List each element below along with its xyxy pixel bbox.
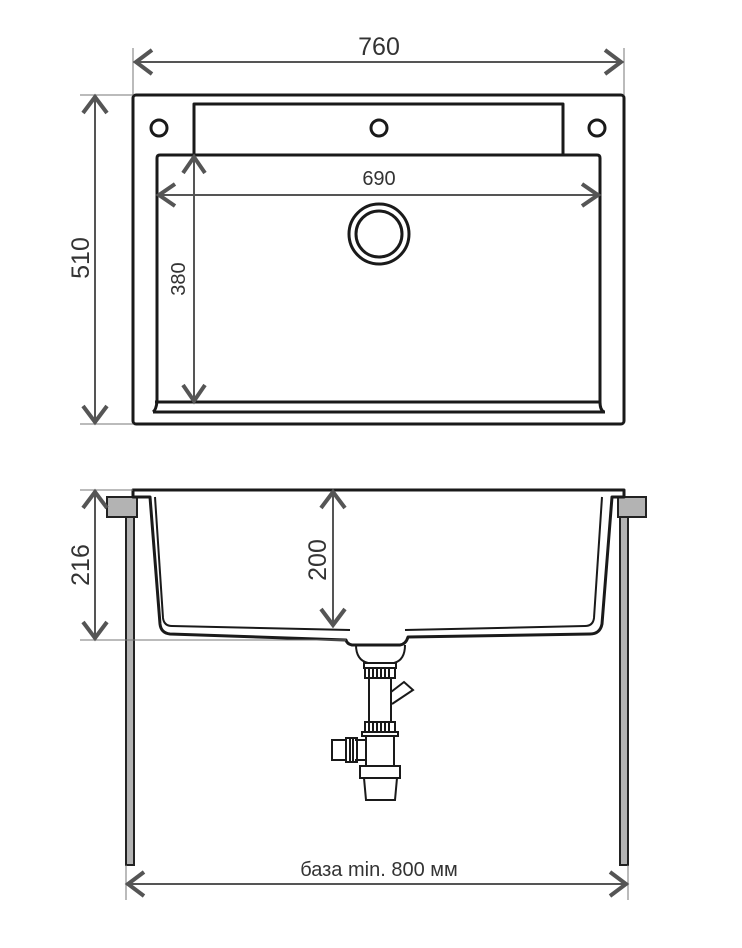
dimension-cabinet-base: база min. 800 мм xyxy=(124,859,630,900)
cabinet-wall-left xyxy=(125,516,135,866)
dimension-bowl-width: 690 xyxy=(155,168,602,208)
tap-hole-right xyxy=(587,118,607,138)
tap-hole-left xyxy=(149,118,169,138)
bowl-outline xyxy=(155,153,602,402)
drain-inner xyxy=(354,209,404,259)
siphon xyxy=(331,644,415,801)
countertop-right xyxy=(617,496,647,518)
overall-height-label: 216 xyxy=(67,544,95,586)
overall-depth-label: 510 xyxy=(67,237,95,279)
dimension-bowl-depth: 380 xyxy=(168,153,207,405)
cabinet-base-label: база min. 800 мм xyxy=(300,859,458,881)
tap-deck xyxy=(192,102,565,155)
top-view: 760 510 690 380 xyxy=(67,33,626,426)
bowl-front-ledge xyxy=(152,400,605,414)
sink-outline xyxy=(131,93,626,426)
bowl-depth-side-label: 200 xyxy=(304,539,332,581)
sink-section-inner xyxy=(154,496,603,631)
dimension-overall-depth: 510 xyxy=(67,93,133,426)
dimension-overall-width: 760 xyxy=(132,33,625,95)
dimension-bowl-depth-side: 200 xyxy=(304,488,347,629)
dimension-overall-height: 216 xyxy=(67,488,346,642)
side-view: 216 200 база min. 800 мм xyxy=(67,488,647,900)
sink-section-outer xyxy=(131,488,626,647)
bowl-width-label: 690 xyxy=(362,168,395,190)
drain-outer xyxy=(347,202,411,266)
tap-hole-center xyxy=(369,118,389,138)
overall-width-label: 760 xyxy=(358,33,400,61)
cabinet-wall-right xyxy=(619,516,629,866)
countertop-left xyxy=(106,496,138,518)
bowl-depth-label: 380 xyxy=(168,262,190,295)
